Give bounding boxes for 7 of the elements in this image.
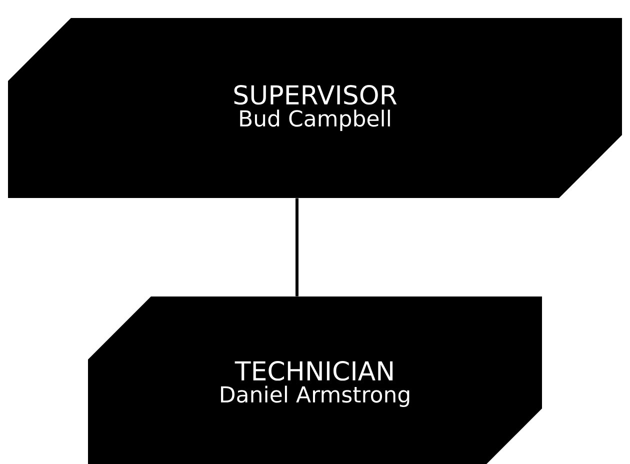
person-name: Daniel Armstrong xyxy=(221,386,410,407)
role-title: SUPERVISOR xyxy=(234,85,397,105)
org-box xyxy=(88,296,542,464)
person-name: Bud Campbell xyxy=(240,110,390,131)
role-title: TECHNICIAN xyxy=(234,361,393,381)
org-box xyxy=(8,18,622,198)
connector-line xyxy=(296,198,298,296)
